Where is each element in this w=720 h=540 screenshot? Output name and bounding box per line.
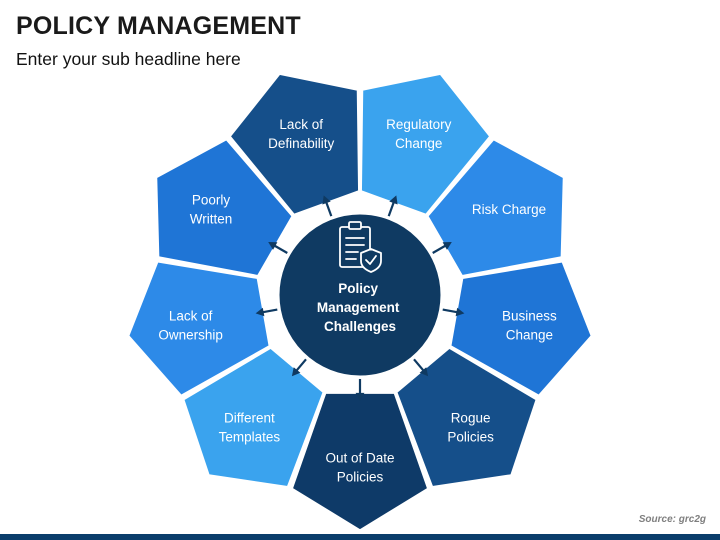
segment-label-line: Lack of [169,308,213,323]
center-line-2: Management [317,300,400,315]
segment-label-line: Definability [268,136,334,151]
arrow-line [261,308,278,314]
segment-label-line: Poorly [192,193,231,208]
segment-lack-of-definability [229,73,360,216]
arrow-line [432,244,448,254]
segment-risk-charge [426,138,565,277]
segment-label-line: Business [502,308,557,323]
segment-label-line: Lack of [279,117,323,132]
arrow-line [324,200,333,217]
arrow-line [413,358,426,373]
arrow-head [255,307,265,317]
segment-label-lack-of-ownership: Lack of Ownership [158,308,223,342]
segment-label-line: Risk Charge [472,202,546,217]
segment-label-risk-charge: Risk Charge [472,202,546,217]
arrow-line [387,200,396,217]
source-note: Source: grc2g [638,514,706,525]
segment-label-line: Ownership [158,327,223,342]
segment-label-line: Change [395,136,442,151]
segment-label-line: Templates [219,429,281,444]
center-circle [276,211,444,379]
arrow-head [389,195,398,205]
segment-label-lack-of-definability: Lack of Definability [268,117,334,151]
page-subtitle: Enter your sub headline here [16,49,241,69]
segment-label-line: Regulatory [386,117,452,132]
segment-label-line: Policies [447,429,494,444]
segment-label-line: Rogue [451,410,491,425]
arrow-head [419,367,429,377]
arrow-head [291,367,301,377]
arrows-layer [255,195,465,401]
center-line-1: Policy [338,281,378,296]
segment-label-line: Out of Date [325,451,394,466]
arrow-head [268,242,278,250]
bottom-bar [0,534,720,540]
segment-poorly-written [155,138,294,277]
arrow-line [294,358,307,373]
segment-label-line: Different [224,410,275,425]
clipboard-shield-icon [339,221,382,273]
arrow-line [272,244,288,254]
segment-label-line: Change [506,327,553,342]
page-title: POLICY MANAGEMENT [16,12,301,40]
segment-out-of-date-policies [291,392,429,531]
segment-lack-of-ownership [127,260,271,397]
arrow-head [355,392,365,401]
center-line-3: Challenges [324,319,396,334]
segment-label-line: Policies [337,470,384,485]
arrow-line [442,308,459,314]
segment-rogue-policies [395,347,538,488]
segment-regulatory-change [360,73,491,216]
arrow-head [455,307,465,317]
arrow-head [322,195,331,205]
segment-business-change [449,260,593,397]
segment-label-line: Written [190,212,233,227]
arrow-head [442,242,452,250]
center-title: Policy Management Challenges [317,281,403,334]
segment-different-templates [182,347,325,488]
